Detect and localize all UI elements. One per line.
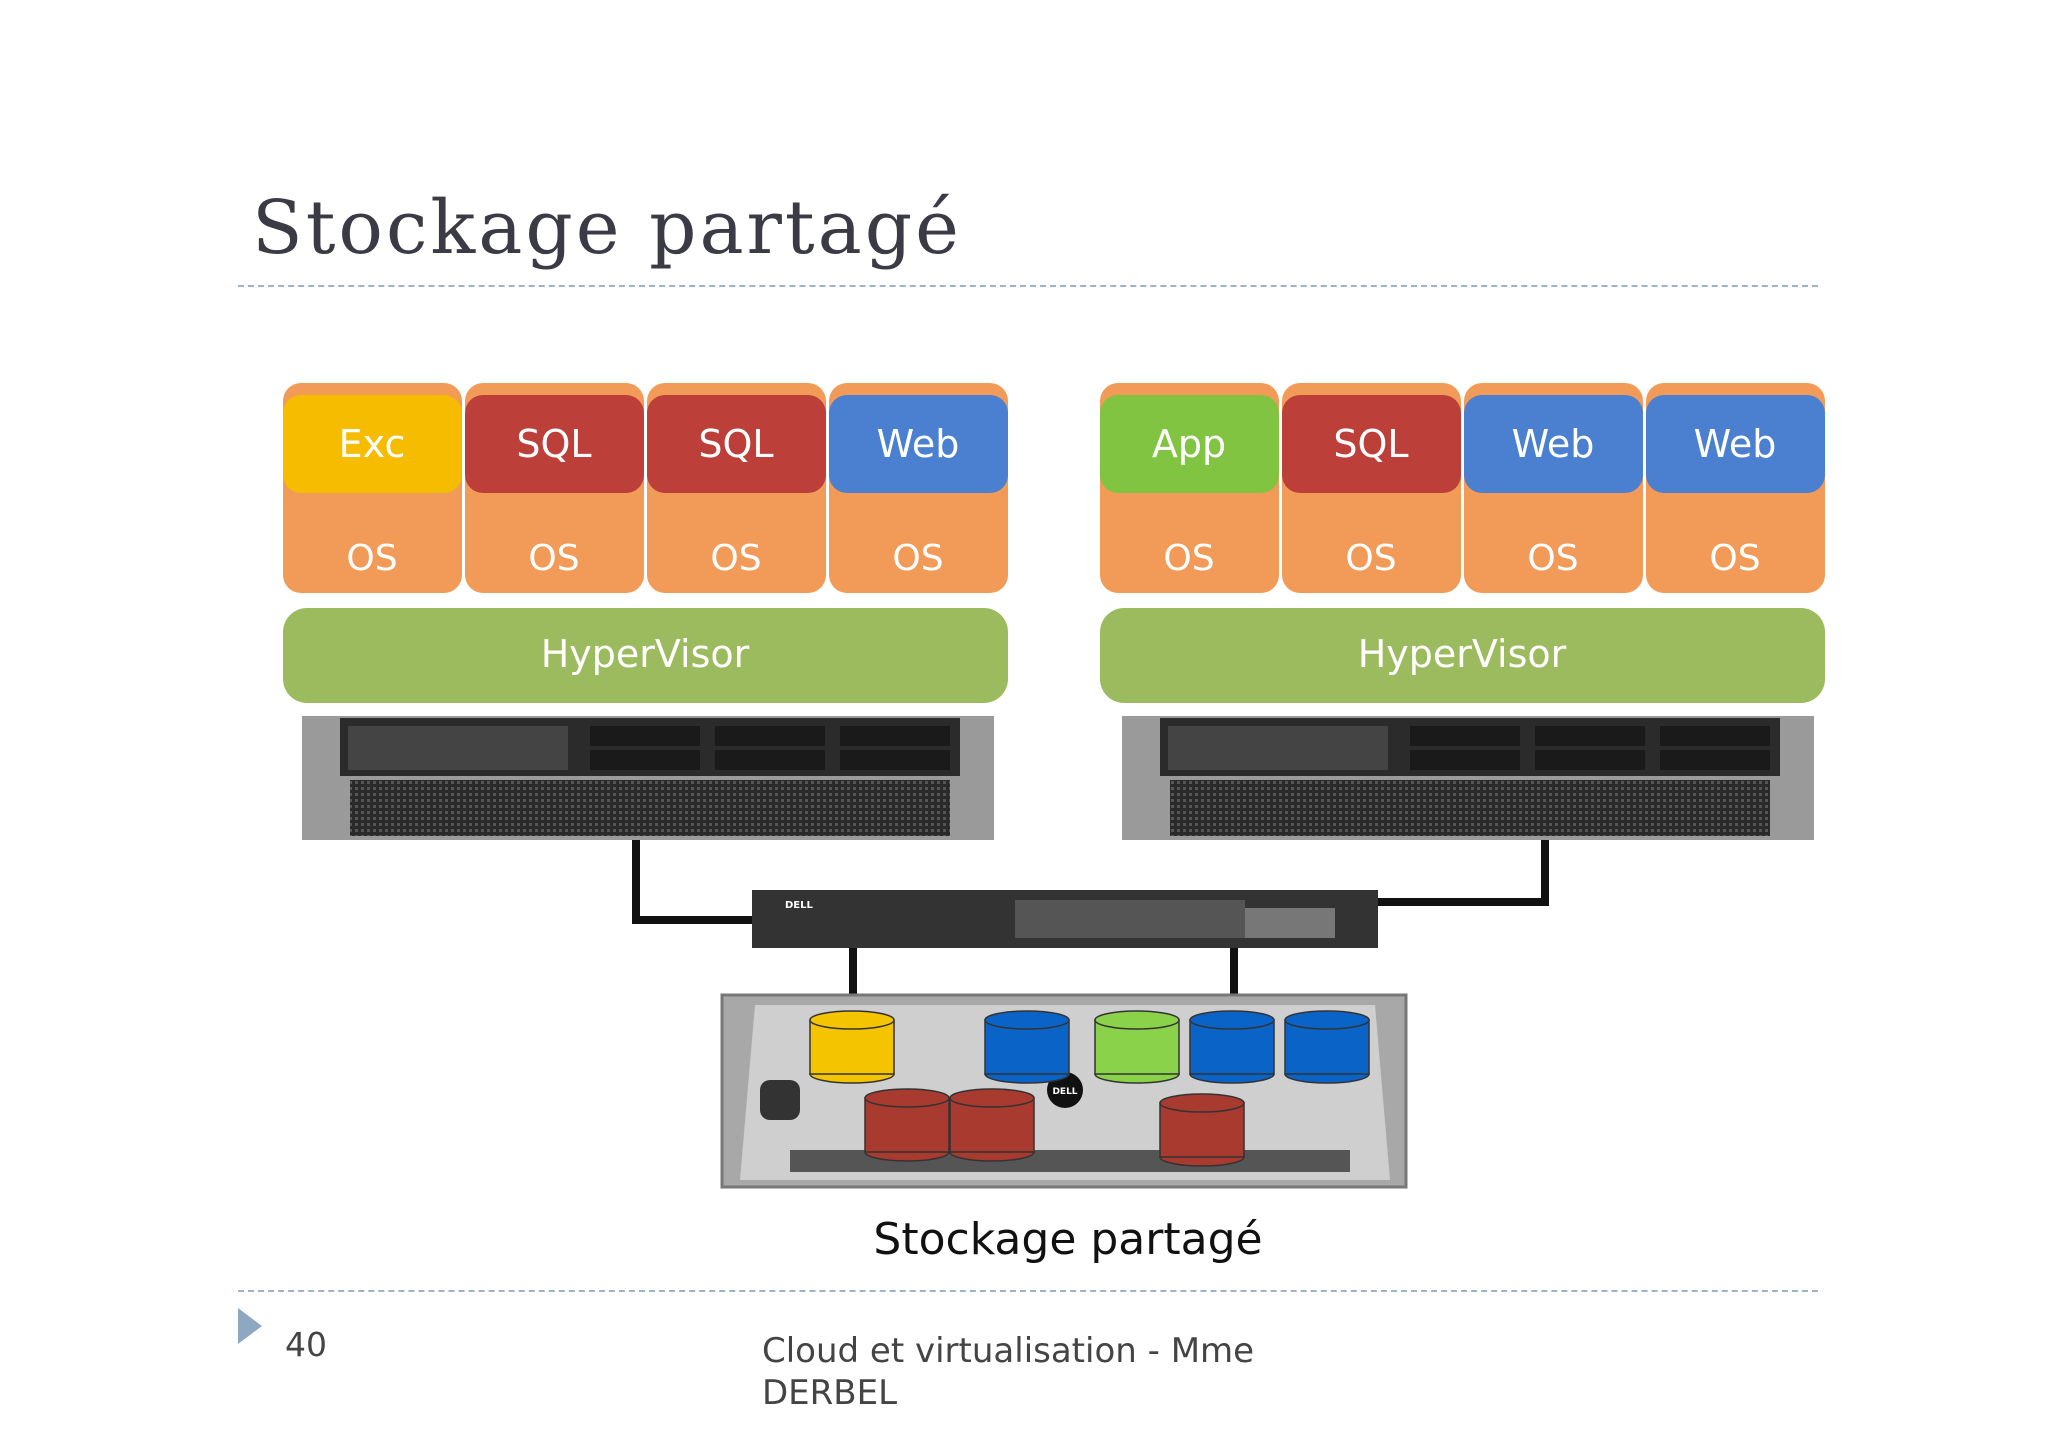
vm-2-1: App OS (1100, 383, 1279, 593)
server-2 (1122, 716, 1814, 840)
app-layer (465, 395, 644, 493)
os-label: OS (1709, 538, 1760, 579)
os-label: OS (892, 538, 943, 579)
app-layer (1646, 395, 1825, 493)
title-divider (238, 285, 1818, 287)
app-label: Web (877, 422, 960, 466)
app-layer (1464, 395, 1643, 493)
bullet-arrow-icon (238, 1308, 262, 1344)
switch-ports (1015, 900, 1245, 938)
server-1 (302, 716, 994, 840)
storage-disks (809, 1010, 1370, 1167)
app-label: SQL (1333, 422, 1408, 466)
hypervisor-label: HyperVisor (1358, 632, 1567, 676)
host-1: Exc OS SQL OS SQL OS Web OS HyperVisor (283, 383, 1008, 840)
storage-disk (809, 1010, 895, 1084)
os-label: OS (710, 538, 761, 579)
storage-disk (1189, 1010, 1275, 1084)
network-switch: DELL (752, 890, 1378, 948)
vm-1-2: SQL OS (465, 383, 644, 593)
server-vent (1170, 780, 1770, 836)
vm-1-4: Web OS (829, 383, 1008, 593)
app-label: SQL (516, 422, 591, 466)
network-cables (632, 840, 1549, 995)
server-vent (350, 780, 950, 836)
os-label: OS (1527, 538, 1578, 579)
storage-disk (984, 1010, 1070, 1084)
app-layer (283, 395, 462, 493)
hypervisor-bar (283, 608, 1008, 703)
storage-disk (864, 1088, 950, 1162)
storage-disk (1159, 1093, 1245, 1167)
host-2: App OS SQL OS Web OS Web OS HyperVisor (1100, 383, 1825, 840)
vm-1-1: Exc OS (283, 383, 462, 593)
app-label: Web (1694, 422, 1777, 466)
cable-server2-switch (1370, 840, 1549, 906)
app-label: SQL (698, 422, 773, 466)
os-label: OS (346, 538, 397, 579)
hypervisor-bar (1100, 608, 1825, 703)
vm-2-3: Web OS (1464, 383, 1643, 593)
vm-2-2: SQL OS (1282, 383, 1461, 593)
app-layer (1100, 395, 1279, 493)
slide-title: Stockage partagé (252, 185, 962, 271)
app-layer (647, 395, 826, 493)
storage-disk (1284, 1010, 1370, 1084)
storage-disk (1094, 1010, 1180, 1084)
vm-2-4: Web OS (1646, 383, 1825, 593)
storage-disk (949, 1088, 1035, 1162)
footer-text: Cloud et virtualisation - Mme DERBEL (762, 1331, 1255, 1413)
os-label: OS (1163, 538, 1214, 579)
hypervisor-label: HyperVisor (541, 632, 750, 676)
os-label: OS (528, 538, 579, 579)
switch-brand: DELL (785, 900, 814, 911)
storage-label: Stockage partagé (873, 1214, 1262, 1265)
app-layer (1282, 395, 1461, 493)
storage-brand: DELL (1052, 1087, 1077, 1097)
page-number: 40 (285, 1325, 327, 1364)
app-layer (829, 395, 1008, 493)
app-label: App (1152, 422, 1226, 466)
app-label: Exc (339, 422, 406, 466)
footer-divider (238, 1290, 1818, 1292)
vm-1-3: SQL OS (647, 383, 826, 593)
cable-server1-switch (632, 840, 755, 924)
app-label: Web (1512, 422, 1595, 466)
storage-array: DELL (720, 993, 1408, 1189)
os-label: OS (1345, 538, 1396, 579)
